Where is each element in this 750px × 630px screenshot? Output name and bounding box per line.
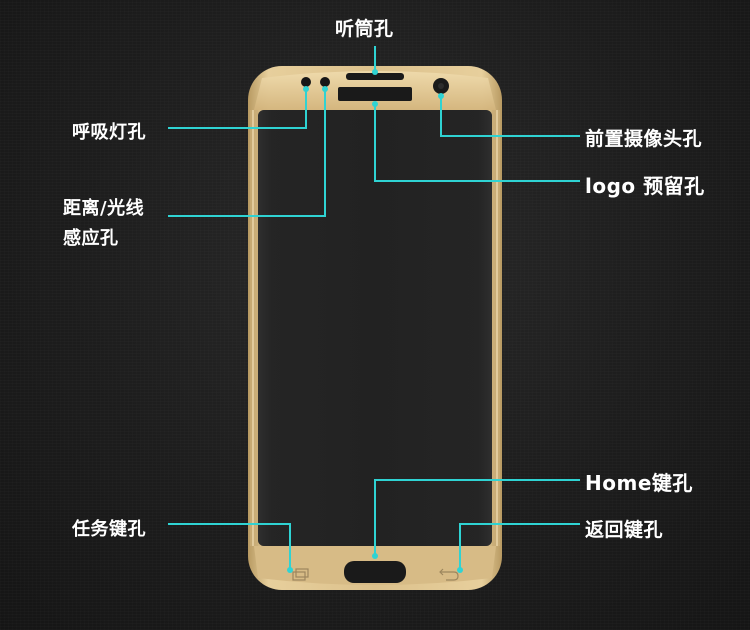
phone-frame [248, 66, 502, 590]
breathing-light-hole [301, 77, 311, 87]
label-front-camera: 前置摄像头孔 [585, 128, 703, 150]
label-sensor: 距离/光线 感应孔 [63, 194, 144, 254]
earpiece-hole [346, 73, 404, 80]
label-back-key: 返回键孔 [585, 519, 664, 541]
label-task-key: 任务键孔 [72, 519, 146, 540]
logo-hole [338, 87, 412, 101]
leader-lines [168, 46, 580, 568]
home-key-hole [344, 561, 406, 583]
label-sensor-line1: 距离/光线 [63, 198, 145, 219]
label-sensor-line2: 感应孔 [63, 228, 119, 249]
leader-dots [287, 69, 463, 573]
label-breathing-light: 呼吸灯孔 [72, 122, 146, 143]
label-earpiece: 听筒孔 [335, 18, 394, 40]
label-home-key: Home键孔 [585, 471, 693, 495]
sensor-hole [320, 77, 330, 87]
label-logo-hole: logo 预留孔 [585, 174, 705, 198]
back-key-icon [439, 568, 459, 581]
task-key-icon [292, 568, 309, 581]
